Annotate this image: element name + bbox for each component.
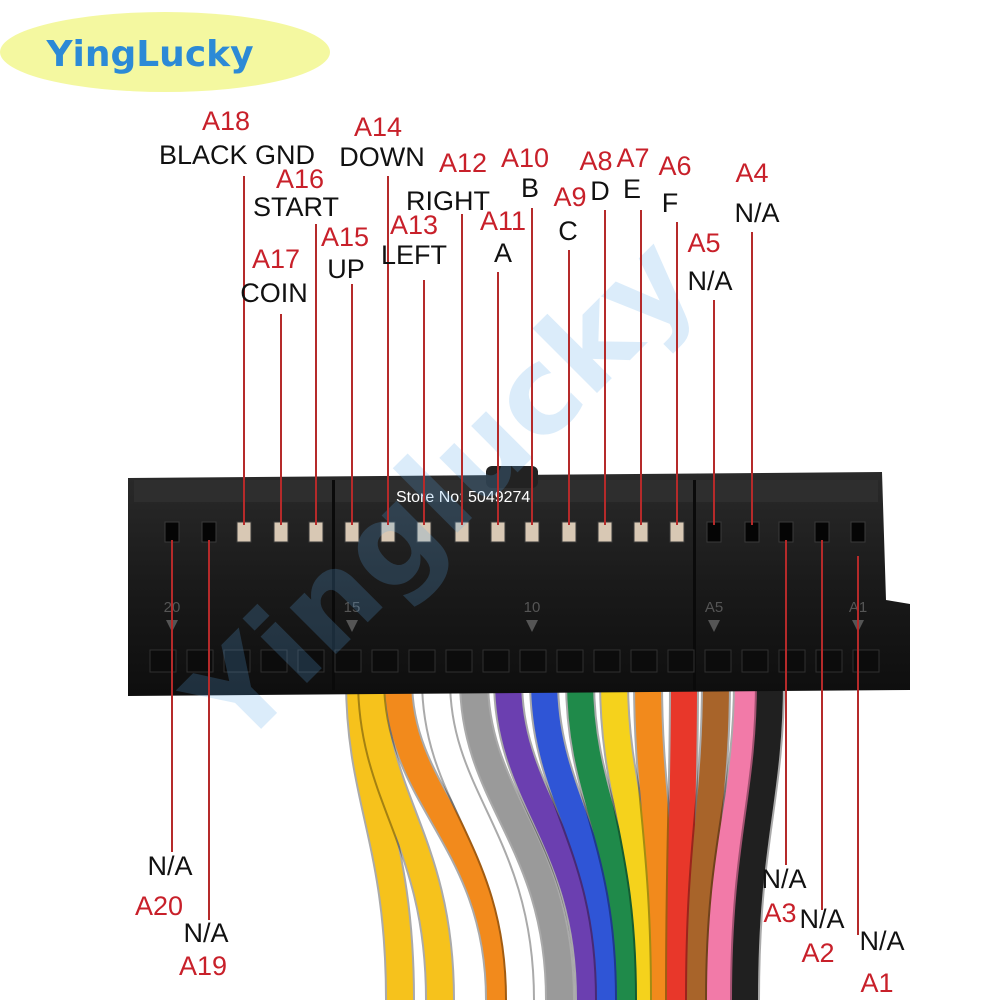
housing-slot: [297, 649, 325, 673]
pin-terminals: [164, 521, 866, 543]
pin-code-label: A8: [579, 146, 612, 176]
pin-code-label: A20: [135, 891, 183, 921]
housing-mark-label: 15: [344, 599, 361, 616]
pin-name-label: A: [494, 238, 512, 268]
pin-name-label: C: [558, 216, 578, 246]
pin-code-label: A15: [321, 222, 369, 252]
pin-labels: A1N/AA2N/AA3N/AA4N/AA5N/AA6FA7EA8DA9CA10…: [135, 106, 905, 998]
housing-slot: [778, 649, 806, 673]
pin-name-label: DOWN: [339, 142, 424, 172]
pin-code-label: A9: [553, 182, 586, 212]
pin-code-label: A7: [616, 143, 649, 173]
pin-code-label: A11: [480, 206, 526, 236]
wire: [423, 667, 533, 1000]
brand-badge-ellipse: [0, 12, 330, 92]
brand-badge: YingLucky: [0, 12, 330, 92]
housing-slot: [445, 649, 473, 673]
pin-terminal: [164, 521, 180, 543]
pin-name-label: N/A: [183, 918, 228, 948]
wire: [531, 667, 623, 1000]
housing-slot: [482, 649, 510, 673]
housing-mark-arrow: [346, 620, 358, 632]
brand-logo-text: YingLucky: [45, 34, 253, 75]
pin-code-label: A5: [687, 228, 720, 258]
housing-slot: [815, 649, 843, 673]
pin-name-label: BLACK GND: [159, 140, 315, 170]
wire: [495, 667, 603, 1000]
housing-divider-left: [332, 480, 335, 690]
pin-name-label: N/A: [799, 904, 844, 934]
housing-mark-arrow: [708, 620, 720, 632]
pin-code-label: A13: [390, 210, 438, 240]
pin-name-label: N/A: [859, 926, 904, 956]
wire: [347, 667, 413, 1000]
housing-slot: [223, 649, 251, 673]
wire: [461, 667, 573, 1000]
store-number-label: Store No: 5049274: [396, 489, 530, 506]
housing-top-bevel: [134, 480, 878, 502]
housing-mark-label: 10: [524, 599, 541, 616]
pin-code-label: A17: [252, 244, 300, 274]
wire: [667, 667, 697, 1000]
pin-name-label: N/A: [147, 851, 192, 881]
wire: [732, 667, 783, 1000]
pin-name-label: RIGHT: [406, 186, 490, 216]
pin-name-label: COIN: [240, 278, 308, 308]
housing-slot: [519, 649, 547, 673]
pin-name-label: UP: [327, 254, 365, 284]
pin-name-label: F: [662, 188, 679, 218]
housing-slot: [371, 649, 399, 673]
pin-code-label: A19: [179, 951, 227, 981]
wire: [359, 667, 453, 1000]
pin-name-label: E: [623, 174, 641, 204]
wire: [385, 667, 513, 1000]
pin-terminal: [850, 521, 866, 543]
pin-name-label: N/A: [761, 864, 806, 894]
pin-name-label: N/A: [687, 266, 732, 296]
pin-code-label: A3: [763, 898, 796, 928]
pin-terminal: [778, 521, 794, 543]
wire: [567, 667, 643, 1000]
pin-name-label: N/A: [734, 198, 779, 228]
housing-divider-right: [693, 480, 696, 690]
pin-code-label: A10: [501, 143, 549, 173]
housing-slot: [852, 649, 880, 673]
housing-slot: [186, 649, 214, 673]
housing-slot: [260, 649, 288, 673]
pin-code-label: A16: [276, 164, 324, 194]
pin-code-label: A6: [658, 151, 691, 181]
leader-lines: [171, 176, 859, 935]
pin-name-label: D: [590, 176, 610, 206]
pin-name-label: LEFT: [381, 240, 447, 270]
wire: [601, 667, 663, 1000]
housing-slot: [556, 649, 584, 673]
housing-slots: [149, 649, 880, 673]
wire: [687, 667, 729, 1000]
wire: [707, 667, 761, 1000]
housing-mark-arrow: [526, 620, 538, 632]
housing-slot: [630, 649, 658, 673]
housing-slot: [408, 649, 436, 673]
housing-slot: [149, 649, 177, 673]
wire: [635, 667, 678, 1000]
pin-name-label: START: [253, 192, 339, 222]
pin-code-label: A2: [801, 938, 834, 968]
pin-code-label: A12: [439, 148, 487, 178]
pin-code-label: A14: [354, 112, 402, 142]
housing-slot: [704, 649, 732, 673]
housing-slot: [593, 649, 621, 673]
pin-name-label: B: [521, 173, 539, 203]
housing-slot: [667, 649, 695, 673]
housing-mark-label: A5: [705, 599, 723, 616]
pin-terminal: [201, 521, 217, 543]
housing-slot: [334, 649, 362, 673]
pin-code-label: A4: [735, 158, 768, 188]
pin-code-label: A18: [202, 106, 250, 136]
housing-slot: [741, 649, 769, 673]
wire-bundle: [345, 667, 785, 1000]
pin-code-label: A1: [860, 968, 893, 998]
pin-terminal: [814, 521, 830, 543]
